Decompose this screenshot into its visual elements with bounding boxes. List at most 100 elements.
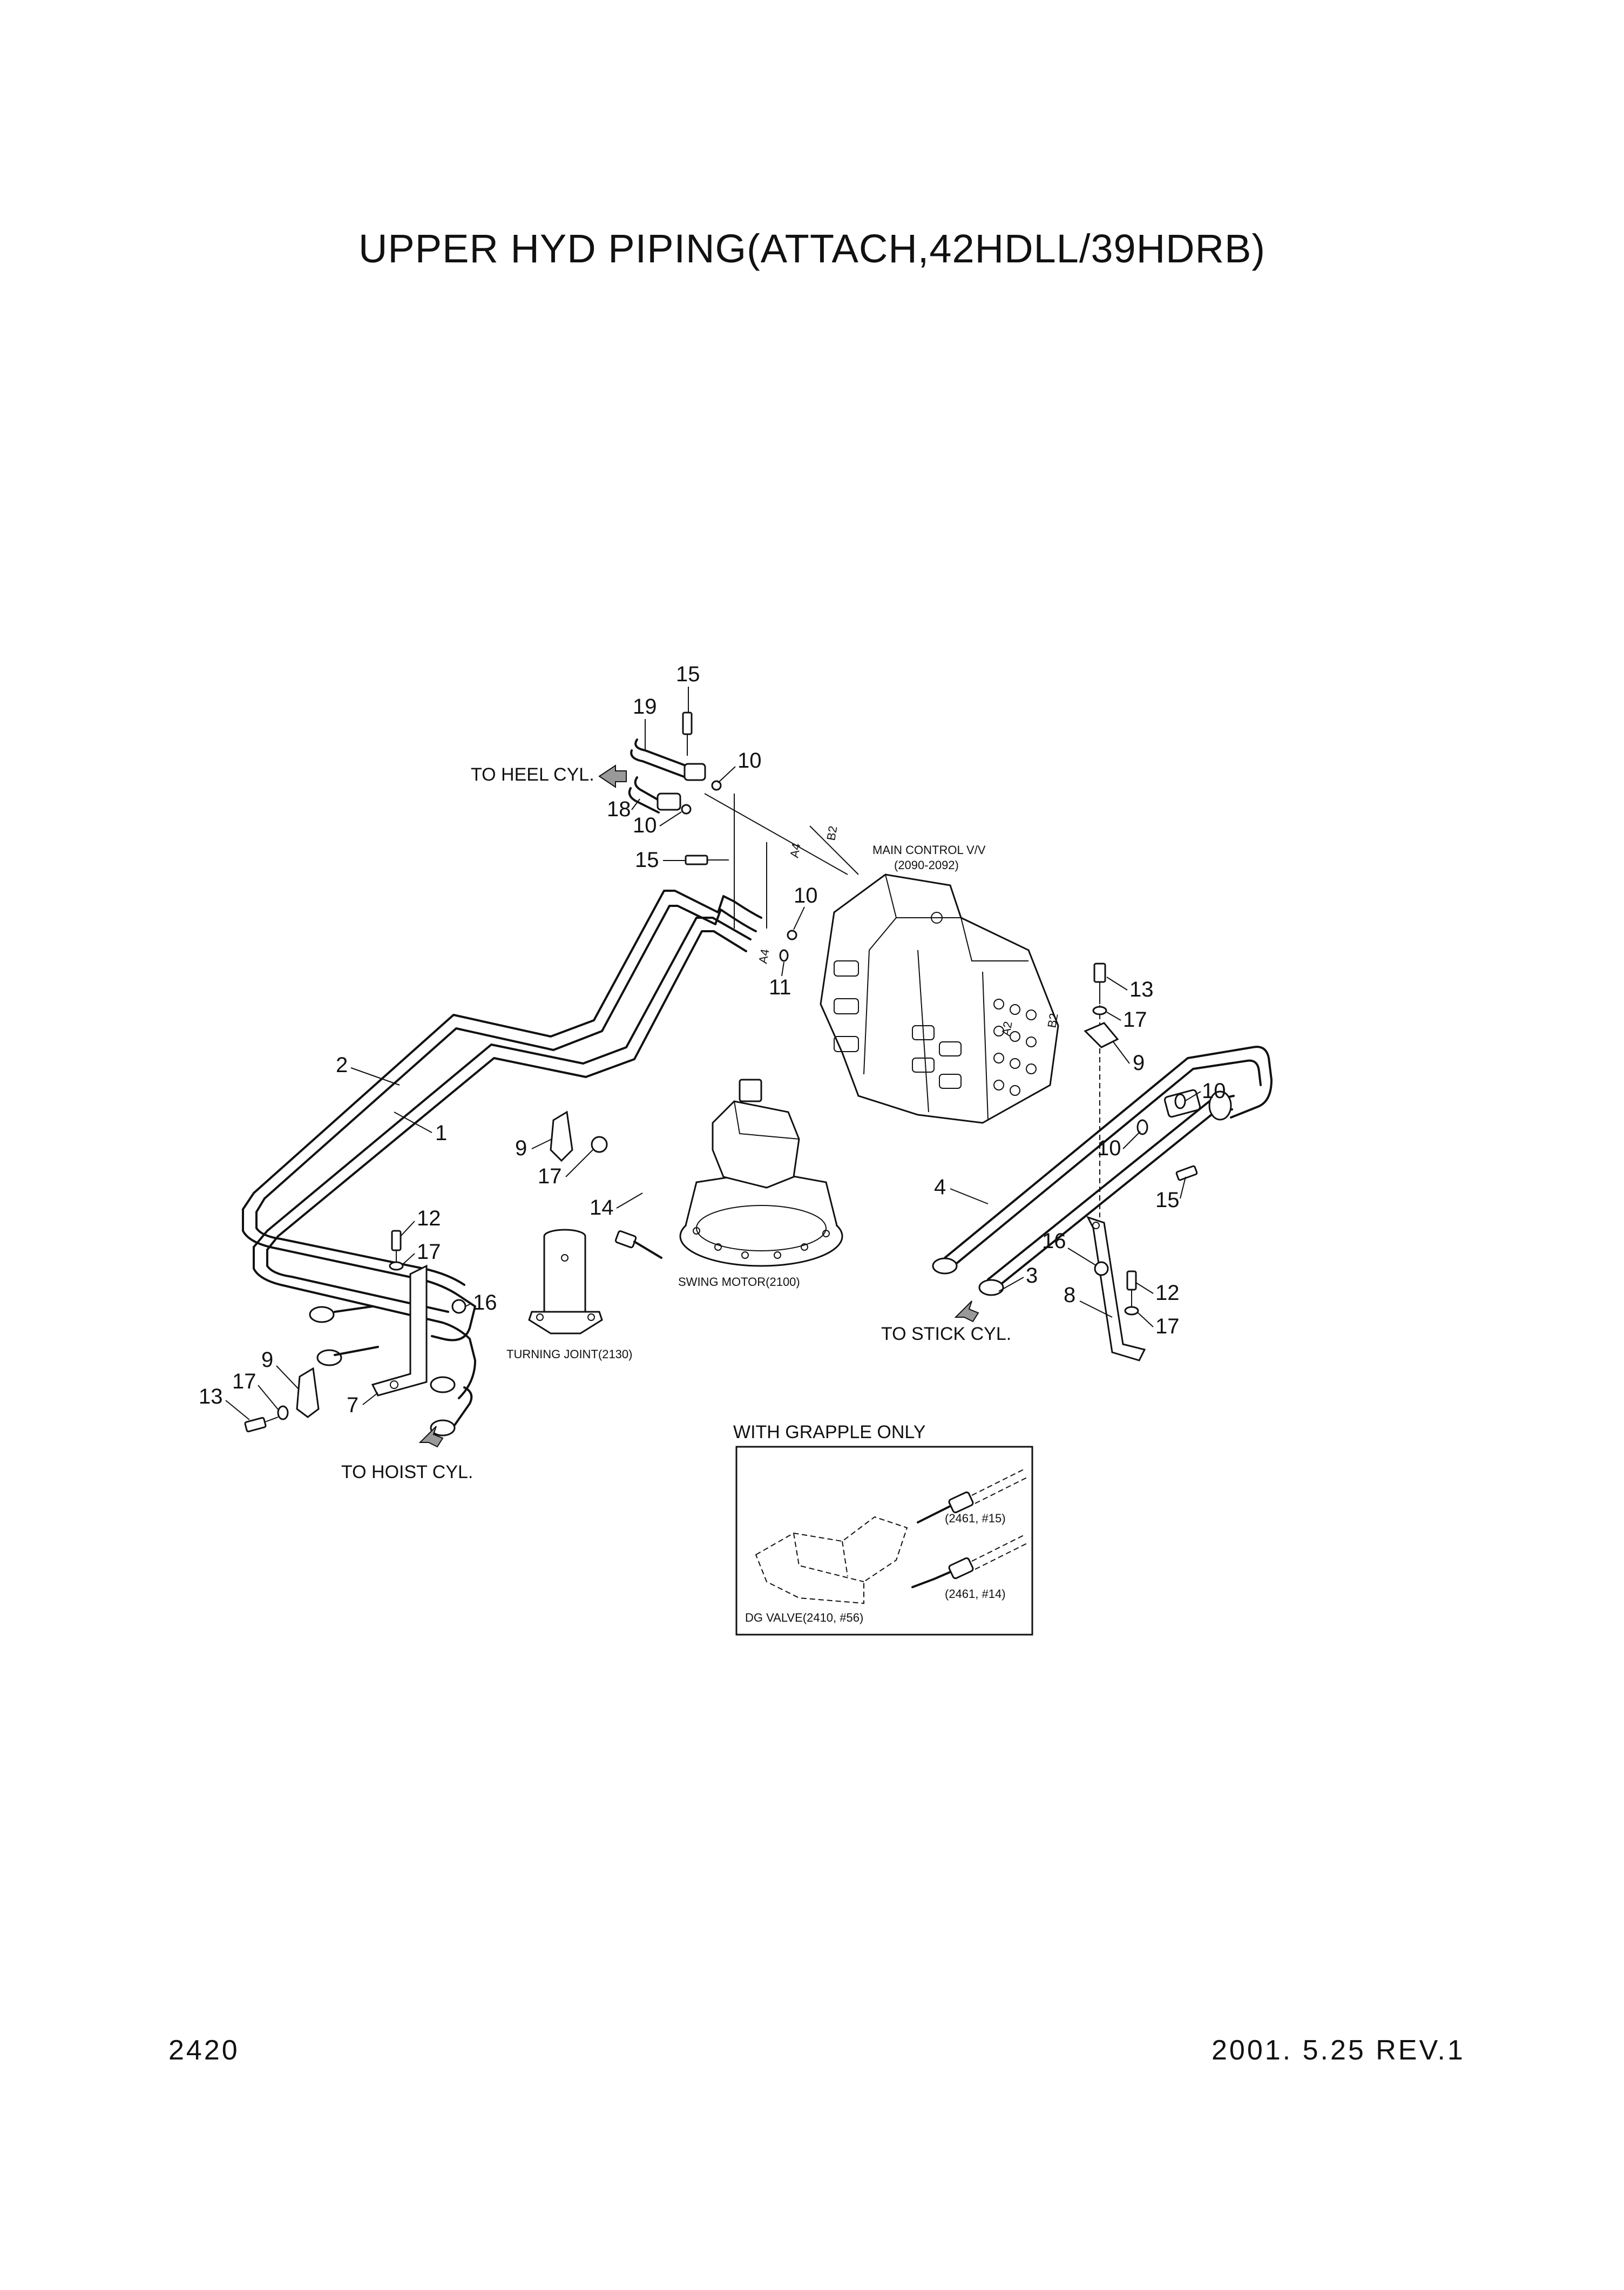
pipe-3-end-flange xyxy=(978,1279,1004,1296)
o-ring-10-d xyxy=(1174,1093,1186,1109)
callout-10-d: 10 xyxy=(1202,1079,1226,1103)
bolt-13-lower xyxy=(244,1417,279,1433)
callout-15-top: 15 xyxy=(676,662,700,686)
port-label-b2-low: B2 xyxy=(1045,1012,1060,1029)
callout-16-right: 16 xyxy=(1042,1229,1066,1253)
callout-11: 11 xyxy=(769,975,791,999)
grapple-ref-14: (2461, #14) xyxy=(945,1587,1006,1601)
callout-8: 8 xyxy=(1064,1283,1075,1307)
bolt-12-left xyxy=(391,1230,402,1269)
washer-17-right-lower xyxy=(1124,1306,1139,1316)
bolt-12-right xyxy=(1126,1270,1137,1306)
callout-4: 4 xyxy=(934,1175,946,1199)
callout-1: 1 xyxy=(435,1121,447,1145)
to-hoist-arrow-icon xyxy=(418,1426,444,1448)
callout-19: 19 xyxy=(633,695,657,719)
callout-15-right: 15 xyxy=(1155,1188,1180,1212)
callout-17-lower: 17 xyxy=(232,1370,256,1393)
port-label-a2: A2 xyxy=(999,1020,1014,1037)
dg-valve-label: DG VALVE(2410, #56) xyxy=(745,1611,863,1624)
callout-14: 14 xyxy=(590,1196,614,1219)
to-hoist-cyl-label: TO HOIST CYL. xyxy=(341,1462,473,1482)
bracket-7 xyxy=(371,1264,428,1397)
main-control-valve-ref: (2090-2092) xyxy=(894,858,959,872)
clamp-9-lower xyxy=(296,1367,320,1418)
pipe-4-end-flange xyxy=(932,1257,958,1275)
callout-10-e: 10 xyxy=(1097,1136,1121,1160)
grapple-inset-frame xyxy=(735,1446,1033,1636)
callout-10-b: 10 xyxy=(633,814,657,837)
dg-valve-sketch xyxy=(755,1516,908,1604)
elbow-fitting-19 xyxy=(630,739,706,781)
turning-joint xyxy=(528,1229,603,1334)
callout-17-upper: 17 xyxy=(1123,1008,1147,1032)
part-callouts: 15 19 10 18 10 15 10 11 13 17 9 2 1 9 17… xyxy=(199,662,1226,1420)
callout-16-left: 16 xyxy=(473,1291,497,1315)
o-ring-10-b xyxy=(681,804,692,815)
pipe-4 xyxy=(944,1046,1273,1270)
bolt-15-top xyxy=(682,712,693,756)
revision-date: 2001. 5.25 REV.1 xyxy=(1212,2035,1465,2066)
to-heel-arrow-icon xyxy=(598,764,627,788)
washer-17-lower xyxy=(277,1405,289,1420)
o-ring-10-e xyxy=(1136,1119,1148,1135)
page-number: 2420 xyxy=(168,2035,240,2066)
callout-10-a: 10 xyxy=(737,749,762,773)
nut-16-left xyxy=(451,1299,466,1314)
page-title: UPPER HYD PIPING(ATTACH,42HDLL/39HDRB) xyxy=(358,226,1266,271)
callout-15-mid: 15 xyxy=(635,848,659,872)
to-heel-cyl-label: TO HEEL CYL. xyxy=(471,764,594,785)
callout-12-left: 12 xyxy=(417,1207,441,1230)
o-ring-11 xyxy=(779,949,789,962)
bracket-8 xyxy=(1086,1216,1146,1361)
bolt-14 xyxy=(614,1230,662,1259)
pipe-end-flange-a xyxy=(309,1306,335,1323)
pipe-end-flange-b xyxy=(316,1349,342,1366)
callout-18: 18 xyxy=(607,797,631,821)
pipe-end-flange-d xyxy=(430,1419,456,1437)
flange-face xyxy=(1208,1090,1232,1121)
elbow-fitting-18 xyxy=(628,776,681,814)
callout-17-upper-left: 17 xyxy=(538,1164,562,1188)
pipe-1 xyxy=(253,917,752,1399)
callout-12-right: 12 xyxy=(1155,1281,1180,1305)
callout-9-right: 9 xyxy=(1133,1051,1145,1075)
pipe-end-flange-c xyxy=(430,1376,456,1393)
callout-13-upper: 13 xyxy=(1129,978,1154,1001)
main-control-valve xyxy=(820,873,1059,1124)
clamp-9-upper xyxy=(550,1110,573,1162)
turning-joint-label: TURNING JOINT(2130) xyxy=(506,1347,632,1361)
callout-13-lower: 13 xyxy=(199,1385,223,1408)
o-ring-10-c xyxy=(787,930,797,940)
bolt-15-mid xyxy=(685,855,729,865)
swing-motor-label: SWING MOTOR(2100) xyxy=(678,1275,800,1289)
bolt-13-upper xyxy=(1093,963,1106,1004)
nut-16-right xyxy=(1094,1261,1109,1276)
callout-3: 3 xyxy=(1026,1264,1038,1288)
washer-17-upper xyxy=(591,1136,608,1153)
callout-17-right: 17 xyxy=(1155,1315,1180,1338)
pipe-2 xyxy=(242,890,762,1342)
grapple-hose-upper xyxy=(917,1468,1030,1523)
washer-17-left xyxy=(389,1261,404,1271)
washer-17-right-upper xyxy=(1092,1006,1107,1015)
grapple-hose-lower xyxy=(911,1534,1030,1588)
port-label-a4-low: A4 xyxy=(756,948,772,965)
callout-9-lower: 9 xyxy=(261,1348,273,1372)
port-label-b2-top: B2 xyxy=(824,825,840,842)
swing-motor xyxy=(679,1079,843,1267)
to-stick-arrow-icon xyxy=(954,1300,979,1323)
grapple-inset-title: WITH GRAPPLE ONLY xyxy=(733,1422,925,1442)
main-control-valve-label: MAIN CONTROL V/V xyxy=(872,843,986,857)
bolt-15-right xyxy=(1175,1165,1198,1181)
callout-2: 2 xyxy=(336,1053,348,1077)
o-ring-10-a xyxy=(711,780,722,791)
grapple-ref-15: (2461, #15) xyxy=(945,1512,1006,1525)
clamp-9-right xyxy=(1084,1022,1119,1048)
callout-9-upper: 9 xyxy=(515,1136,527,1160)
callout-10-c: 10 xyxy=(794,884,818,907)
callout-7: 7 xyxy=(347,1393,358,1417)
callout-17-left: 17 xyxy=(417,1240,441,1264)
to-stick-cyl-label: TO STICK CYL. xyxy=(881,1324,1011,1344)
